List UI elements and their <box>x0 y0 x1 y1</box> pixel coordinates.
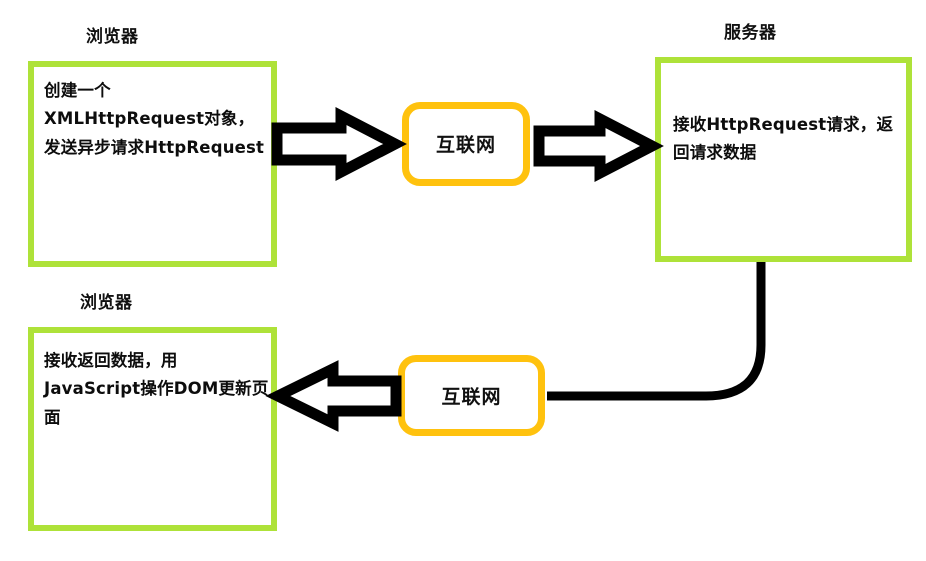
arrow-browser-to-internet-top <box>271 106 407 182</box>
node-browser-request[interactable]: 创建一个XMLHttpRequest对象，发送异步请求HttpRequest <box>28 61 277 267</box>
node-server-text: 接收HttpRequest请求，返回请求数据 <box>673 115 894 163</box>
node-server[interactable]: 接收HttpRequest请求，返回请求数据 <box>655 57 912 262</box>
node-browser-response-text: 接收返回数据，用JavaScript操作DOM更新页面 <box>44 351 269 427</box>
caption-browser-top: 浏览器 <box>86 27 139 47</box>
arrow-internet-top-to-server <box>533 109 664 183</box>
caption-browser-bottom: 浏览器 <box>80 293 133 313</box>
arrow-internet-bottom-to-browser <box>265 360 402 432</box>
connector-server-to-internet-bottom <box>547 262 766 401</box>
node-internet-bottom-label: 互联网 <box>441 385 502 408</box>
node-browser-response[interactable]: 接收返回数据，用JavaScript操作DOM更新页面 <box>28 327 277 531</box>
node-internet-top-label: 互联网 <box>435 133 496 156</box>
node-browser-request-text: 创建一个XMLHttpRequest对象，发送异步请求HttpRequest <box>44 81 265 157</box>
node-internet-top[interactable]: 互联网 <box>402 102 530 186</box>
node-internet-bottom[interactable]: 互联网 <box>398 355 545 436</box>
caption-server: 服务器 <box>724 23 777 43</box>
